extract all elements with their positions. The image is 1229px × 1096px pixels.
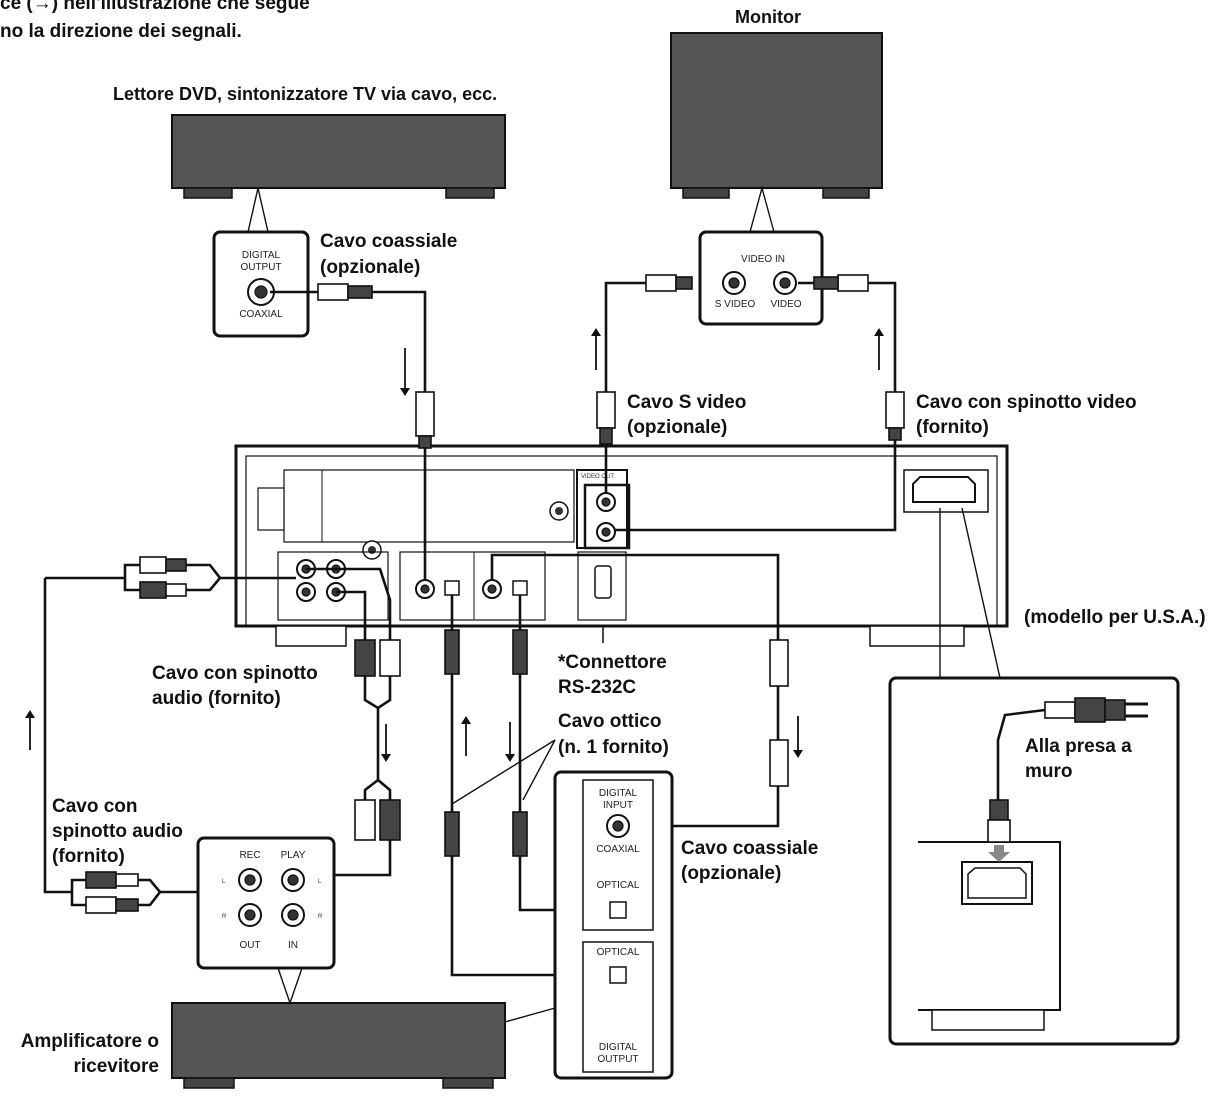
audio-mid-label-1: Cavo con spinotto <box>152 663 318 684</box>
svg-text:VIDEO IN: VIDEO IN <box>741 254 785 265</box>
coax-bottom-label-1: Cavo coassiale <box>681 838 819 859</box>
amp-digital-callout <box>504 1007 556 1023</box>
monitor-callout-pointer <box>749 185 775 233</box>
audio-cable-left <box>43 578 72 894</box>
amplifier-label-1: Amplificatore o <box>20 1031 159 1052</box>
coax-cable-top <box>270 290 427 392</box>
amplifier-device <box>171 1002 506 1089</box>
svg-text:R: R <box>222 914 227 920</box>
svg-text:VIDEO: VIDEO <box>770 299 801 310</box>
wall-outlet-inset <box>888 676 1180 1046</box>
audio-cable-middle <box>306 567 392 640</box>
svg-text:L: L <box>222 879 226 885</box>
intro-line-1: ce (→) nell'illustrazione che segue <box>0 0 310 14</box>
amp-callout-pointer <box>277 967 303 1006</box>
coax-bottom-label-2: (opzionale) <box>681 863 782 884</box>
svg-text:DIGITAL: DIGITAL <box>599 788 638 799</box>
signal-arrows <box>25 328 884 762</box>
dvd-digital-output-panel: DIGITAL OUTPUT COAXIAL <box>212 230 310 338</box>
video-cable-label-2: (fornito) <box>916 417 989 438</box>
svg-text:PLAY: PLAY <box>281 850 306 861</box>
amp-digital-panel: DIGITAL INPUT COAXIAL OPTICAL OPTICAL DI… <box>553 770 674 1080</box>
rs232-label-2: RS-232C <box>558 677 637 698</box>
svg-text:IN: IN <box>288 940 298 951</box>
audio-left-label-2: spinotto audio <box>52 821 183 842</box>
coax-top-label-2: (opzionale) <box>320 257 421 278</box>
svg-text:S VIDEO: S VIDEO <box>715 299 756 310</box>
svg-text:DIGITAL: DIGITAL <box>242 250 281 261</box>
model-label: (modello per U.S.A.) <box>1024 607 1206 628</box>
svg-text:COAXIAL: COAXIAL <box>596 844 640 855</box>
svg-text:DIGITAL: DIGITAL <box>599 1042 638 1053</box>
rs232-label-1: *Connettore <box>558 652 667 673</box>
svg-text:INPUT: INPUT <box>603 800 633 811</box>
optical-label-1: Cavo ottico <box>558 711 662 732</box>
wall-outlet-label-2: muro <box>1025 761 1073 782</box>
amp-rec-play-panel: REC PLAY L R L R OUT IN <box>196 836 336 970</box>
svideo-label-2: (opzionale) <box>627 417 728 438</box>
svideo-cable <box>604 281 646 392</box>
audio-left-label-1: Cavo con <box>52 796 138 817</box>
svg-text:VIDEO OUT: VIDEO OUT <box>581 474 614 480</box>
coax-top-label-1: Cavo coassiale <box>320 231 458 252</box>
video-cable-label-1: Cavo con spinotto video <box>916 392 1137 413</box>
dvd-callout-pointer <box>247 187 269 233</box>
svg-text:OUTPUT: OUTPUT <box>597 1054 638 1065</box>
audio-left-label-3: (fornito) <box>52 846 125 867</box>
svg-text:COAXIAL: COAXIAL <box>239 309 283 320</box>
audio-mid-label-2: audio (fornito) <box>152 688 281 709</box>
wall-outlet-label-1: Alla presa a <box>1025 736 1132 757</box>
svideo-label-1: Cavo S video <box>627 392 747 413</box>
svg-text:REC: REC <box>239 850 260 861</box>
coax-cable-bottom <box>490 553 780 640</box>
svg-text:R: R <box>318 914 323 920</box>
svg-text:OUTPUT: OUTPUT <box>240 262 281 273</box>
monitor-label: Monitor <box>735 7 801 27</box>
main-unit-rear-panel: VIDEO OUT <box>234 444 1009 647</box>
svg-text:OPTICAL: OPTICAL <box>597 947 640 958</box>
power-callout <box>939 507 1001 679</box>
svg-text:OPTICAL: OPTICAL <box>597 880 640 891</box>
intro-line-2: no la direzione dei segnali. <box>0 21 242 42</box>
svg-text:OUT: OUT <box>239 940 260 951</box>
dvd-player-device <box>171 114 506 199</box>
dvd-player-label: Lettore DVD, sintonizzatore TV via cavo,… <box>113 84 498 104</box>
monitor-video-in-panel: VIDEO IN S VIDEO VIDEO <box>698 230 824 326</box>
amplifier-label-2: ricevitore <box>73 1056 159 1077</box>
optical-label-2: (n. 1 fornito) <box>558 737 669 758</box>
svg-text:L: L <box>318 879 322 885</box>
optical-callout <box>451 739 556 805</box>
monitor-device <box>670 32 883 199</box>
